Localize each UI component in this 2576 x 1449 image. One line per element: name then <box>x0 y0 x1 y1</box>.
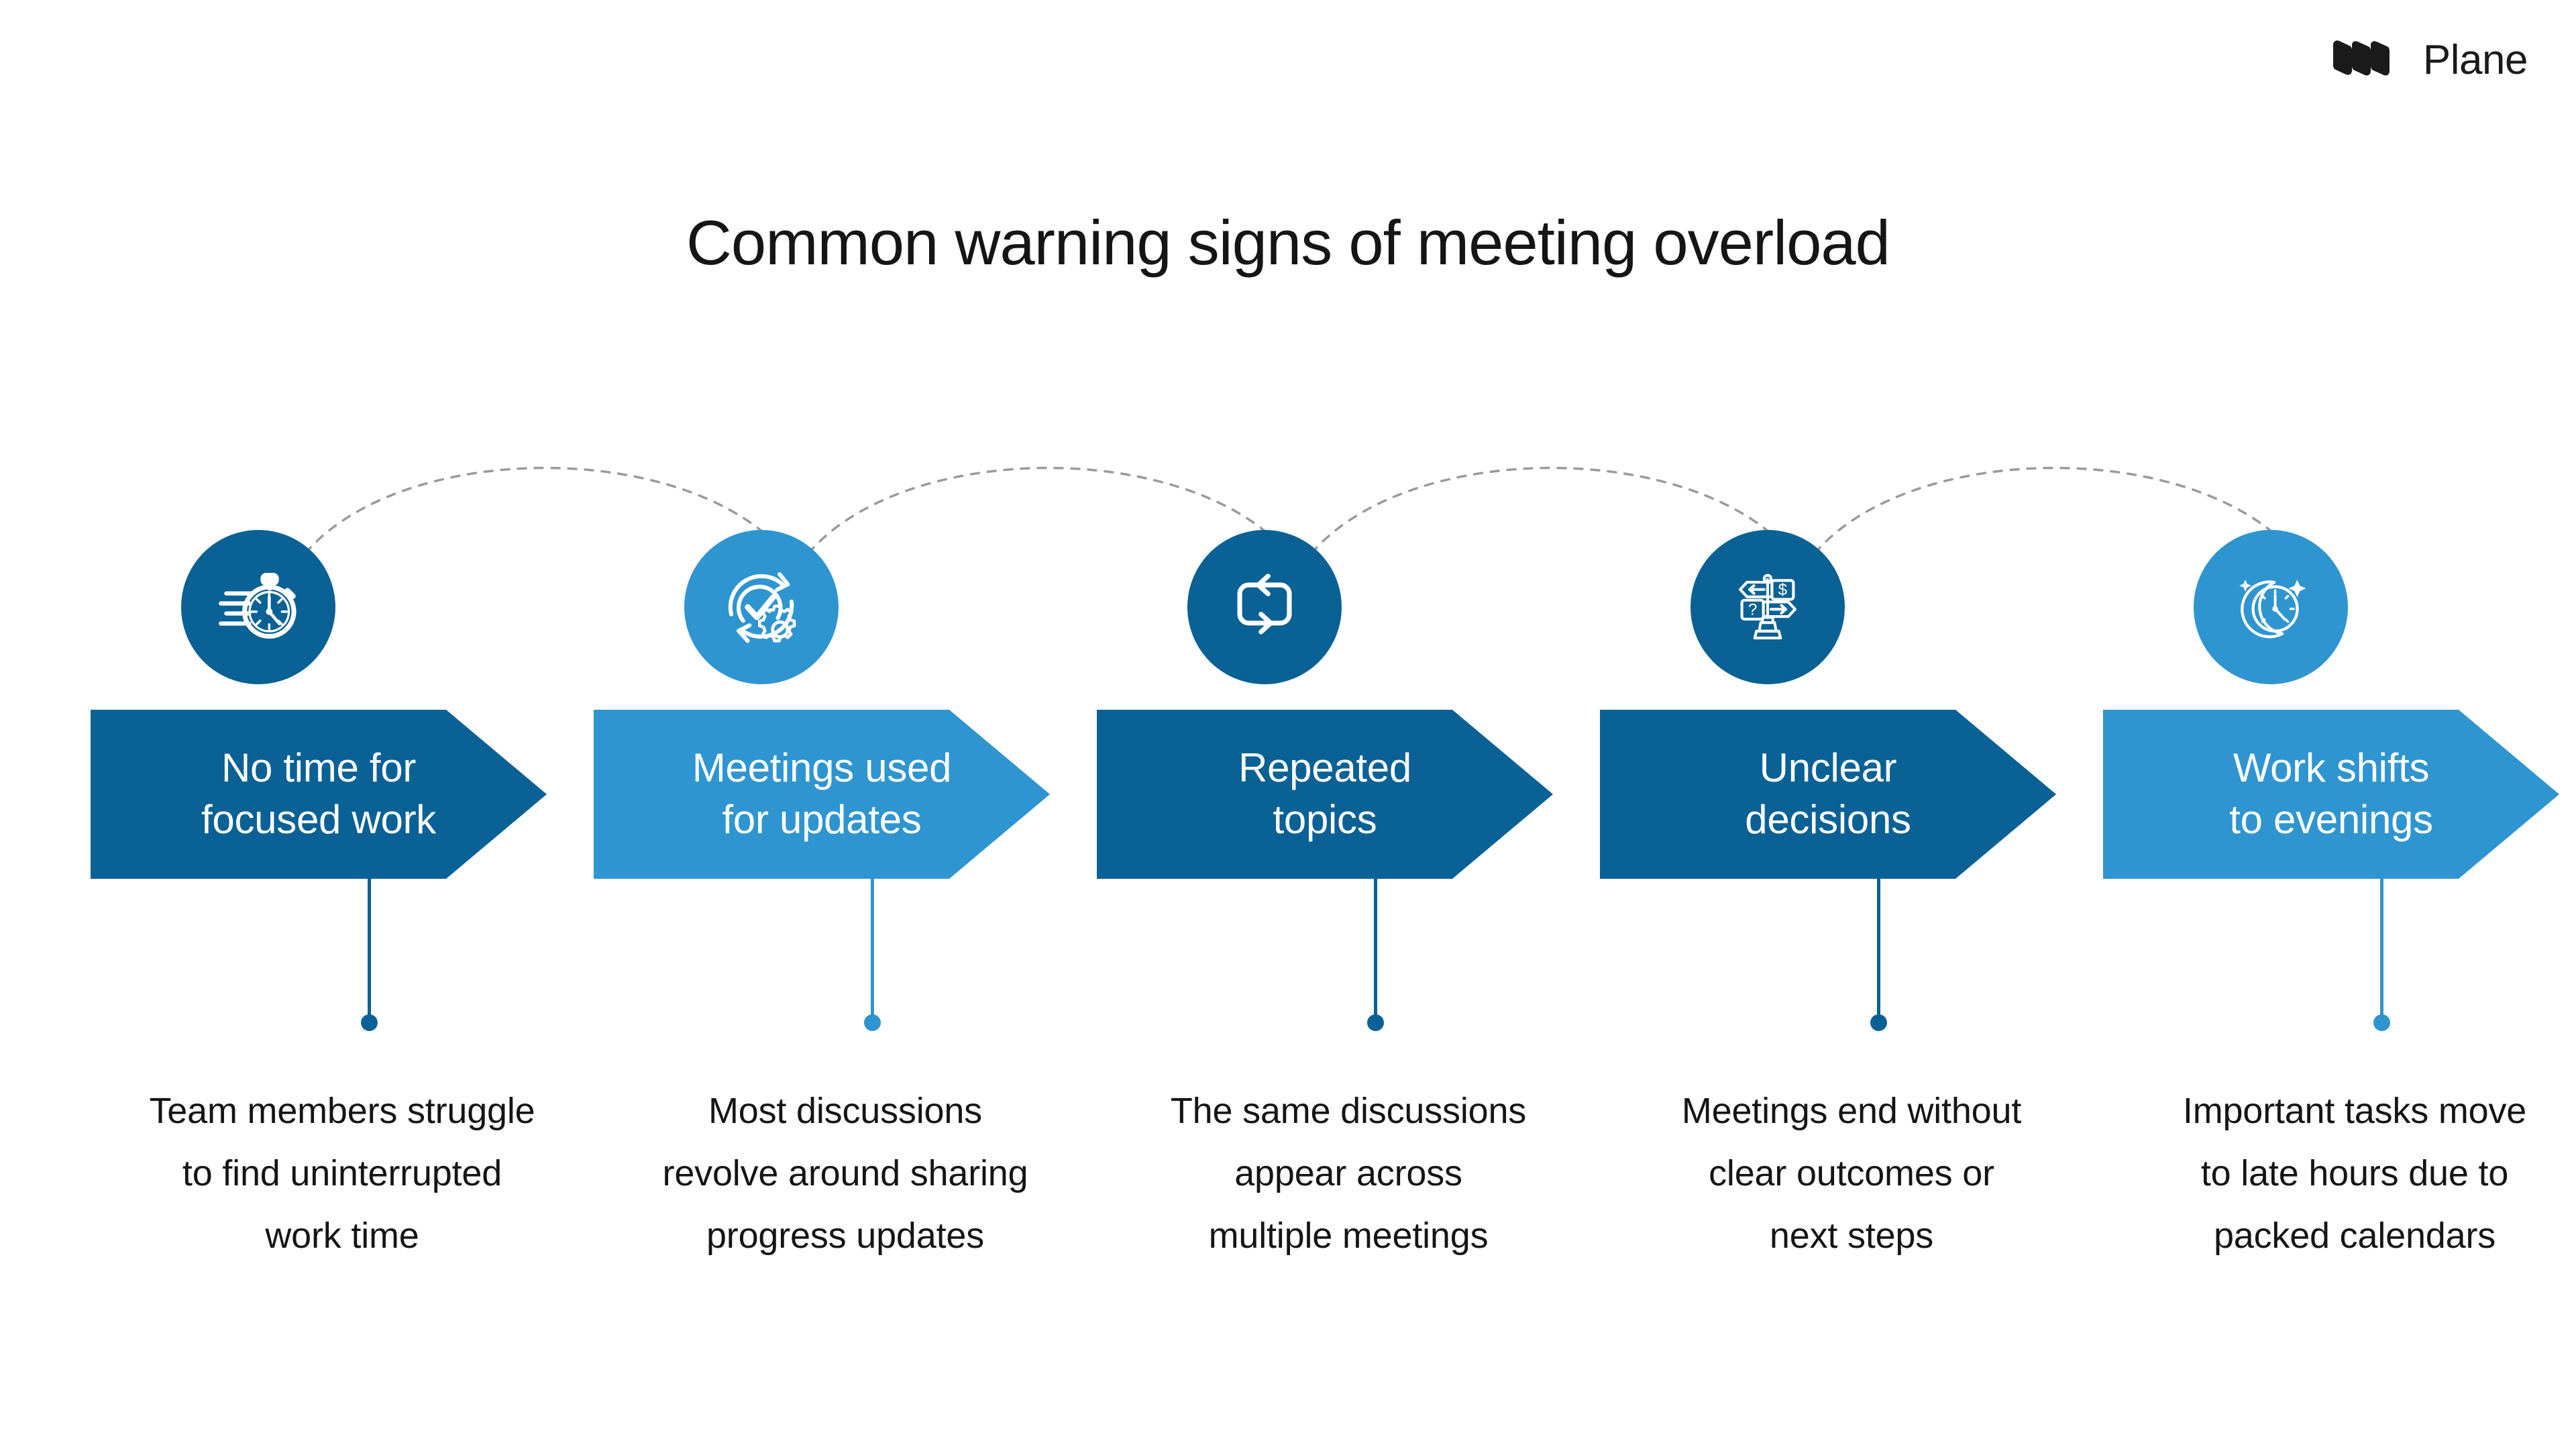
step-5-stem <box>2380 879 2383 1025</box>
step-5-dot <box>2373 1014 2390 1031</box>
step-4-banner[interactable]: Unclear decisions <box>1600 710 2056 879</box>
page-title: Common warning signs of meeting overload <box>686 207 1890 278</box>
step-2-banner[interactable]: Meetings used for updates <box>594 710 1050 879</box>
repeat-loop-icon <box>1220 563 1309 651</box>
step-5-banner[interactable]: Work shifts to evenings <box>2103 710 2559 879</box>
step-3-icon-circle <box>1187 530 1342 684</box>
signpost-direction-icon: $ ? <box>1725 564 1811 650</box>
step-5-description: Important tasks move to late hours due t… <box>2120 1080 2576 1267</box>
step-5-icon-circle <box>2194 530 2348 684</box>
step-1: No time for focused work Team members st… <box>91 0 587 1449</box>
step-2-banner-line-2: for updates <box>722 797 922 842</box>
step-5: Work shifts to evenings Important tasks … <box>2103 0 2576 1449</box>
step-3-desc-line-3: multiple meetings <box>1208 1215 1489 1256</box>
step-4-banner-line-2: decisions <box>1745 797 1911 842</box>
step-4-banner-line-1: Unclear <box>1759 745 1897 791</box>
step-3-desc-line-1: The same discussions <box>1170 1091 1527 1131</box>
step-3-stem <box>1374 879 1377 1025</box>
step-2-stem <box>871 879 874 1025</box>
step-5-banner-line-1: Work shifts <box>2233 745 2430 791</box>
step-1-icon-circle <box>181 530 335 684</box>
svg-text:?: ? <box>1748 601 1758 619</box>
step-3: Repeated topics The same discussions app… <box>1097 0 1593 1449</box>
step-5-desc-line-2: to late hours due to <box>2200 1152 2509 1193</box>
brand-logo: Plane <box>2329 39 2528 81</box>
step-2-desc-line-1: Most discussions <box>708 1091 982 1131</box>
step-2-desc-line-3: progress updates <box>706 1215 985 1256</box>
step-1-stem <box>368 879 371 1025</box>
step-2-desc-line-2: revolve around sharing <box>662 1152 1028 1193</box>
step-4-desc-line-1: Meetings end without <box>1681 1091 2022 1131</box>
step-1-desc-line-1: Team members struggle <box>149 1091 535 1131</box>
step-1-desc-line-2: to find uninterrupted <box>182 1152 502 1193</box>
step-3-banner-line-1: Repeated <box>1238 745 1411 791</box>
svg-text:$: $ <box>1778 581 1788 599</box>
check-cycle-gear-icon <box>716 561 807 653</box>
step-4-dot <box>1870 1014 1887 1031</box>
step-5-banner-line-2: to evenings <box>2229 797 2433 842</box>
step-5-desc-line-3: packed calendars <box>2213 1215 2496 1256</box>
brand-wordmark: Plane <box>2422 36 2528 83</box>
step-2-icon-circle <box>684 530 839 684</box>
step-1-banner-line-2: focused work <box>201 797 436 842</box>
step-3-banner[interactable]: Repeated topics <box>1097 710 1553 879</box>
moon-clock-night-icon <box>2226 563 2315 651</box>
step-1-desc-line-3: work time <box>265 1215 419 1256</box>
step-4-desc-line-2: clear outcomes or <box>1709 1152 1994 1193</box>
step-1-dot <box>361 1014 378 1031</box>
step-4-stem <box>1877 879 1880 1025</box>
step-4-icon-circle: $ ? <box>1690 530 1845 684</box>
step-4-description: Meetings end without clear outcomes or n… <box>1617 1080 2086 1267</box>
step-2: Meetings used for updates Most discussio… <box>594 0 1090 1449</box>
plane-logo-icon <box>2329 39 2408 81</box>
step-1-banner[interactable]: No time for focused work <box>91 710 547 879</box>
step-3-description: The same discussions appear across multi… <box>1114 1080 1583 1267</box>
step-2-description: Most discussions revolve around sharing … <box>610 1080 1080 1267</box>
step-3-desc-line-2: appear across <box>1234 1152 1462 1193</box>
step-1-description: Team members struggle to find uninterrup… <box>107 1080 577 1267</box>
stopwatch-speed-icon <box>213 561 304 653</box>
step-3-dot <box>1367 1014 1384 1031</box>
step-5-desc-line-1: Important tasks move <box>2182 1091 2527 1131</box>
step-4-desc-line-3: next steps <box>1769 1215 1934 1256</box>
step-4: $ ? Unclear <box>1600 0 2096 1449</box>
step-2-banner-line-1: Meetings used <box>692 745 952 791</box>
step-1-banner-line-1: No time for <box>221 745 417 791</box>
step-3-banner-line-2: topics <box>1273 797 1377 842</box>
step-2-dot <box>864 1014 881 1031</box>
